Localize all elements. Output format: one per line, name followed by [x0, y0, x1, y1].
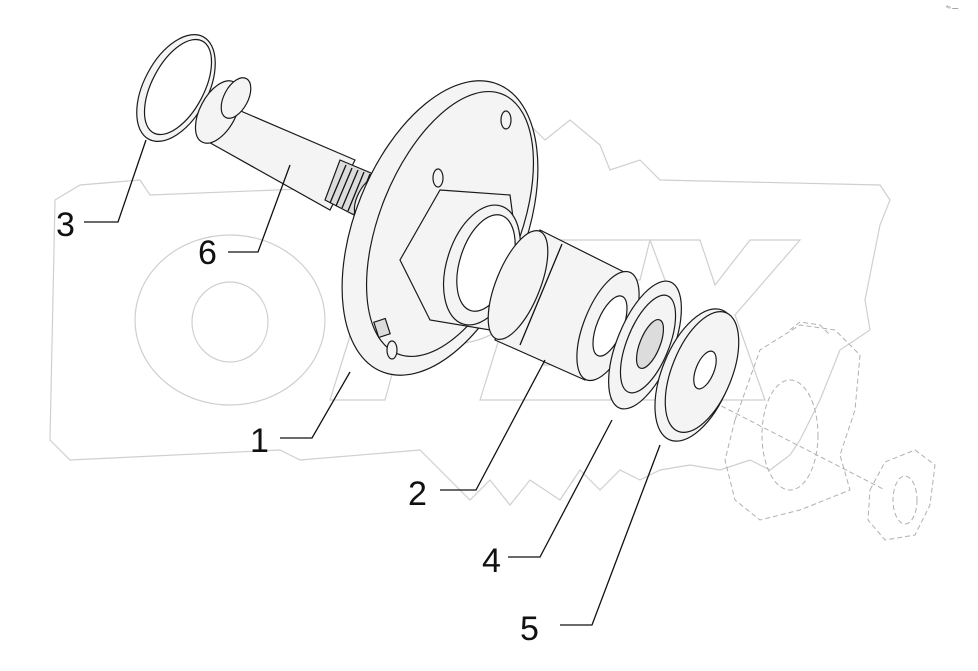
callout-labels: 3 6 1 2 4 5 [56, 206, 539, 648]
ghost-housing [699, 321, 886, 521]
part-2-bushing [487, 229, 640, 382]
ghost-axis-line [699, 394, 886, 491]
leader-6 [228, 164, 291, 253]
leader-4 [508, 419, 613, 558]
shaft-head-face [220, 77, 252, 119]
part-5-washer [654, 308, 740, 442]
part-4-bearing [608, 280, 682, 410]
leader-lines [84, 139, 661, 626]
leader-5 [560, 444, 661, 626]
callout-6: 6 [198, 234, 217, 272]
flange-bolt-hole-mid [432, 168, 444, 188]
housing-bore [761, 379, 819, 491]
leader-1 [280, 371, 351, 439]
hex-nut-outline [867, 449, 936, 541]
callout-4: 4 [482, 542, 501, 580]
flange-bolt-hole-bot [386, 340, 398, 360]
o-ring-inner [143, 38, 213, 136]
flange-bolt-hole-top [500, 110, 512, 130]
corner-mark: °ⁿ — [946, 5, 958, 12]
bushing-groove [519, 243, 563, 346]
ghost-hex-nut [867, 449, 936, 541]
callout-3: 3 [56, 206, 75, 244]
callout-1: 1 [250, 422, 269, 460]
washer-bore [693, 350, 717, 390]
part-6-shaft [194, 77, 383, 219]
bearing-inner-bore [635, 319, 665, 369]
shaft-thread-lines [329, 164, 371, 215]
watermark-letter-o-outer [134, 234, 326, 406]
callout-2: 2 [408, 475, 427, 513]
leader-3 [84, 139, 147, 223]
hex-nut-bore [892, 475, 918, 525]
bushing-back-face [487, 229, 549, 341]
hub-serial-plate [373, 317, 391, 339]
housing-outline [724, 324, 861, 521]
callout-5: 5 [520, 610, 539, 648]
housing-tab [789, 321, 831, 336]
leader-2 [440, 359, 546, 491]
part-1-flange-hub [341, 80, 539, 376]
watermark-letter-o-inner [191, 281, 269, 363]
